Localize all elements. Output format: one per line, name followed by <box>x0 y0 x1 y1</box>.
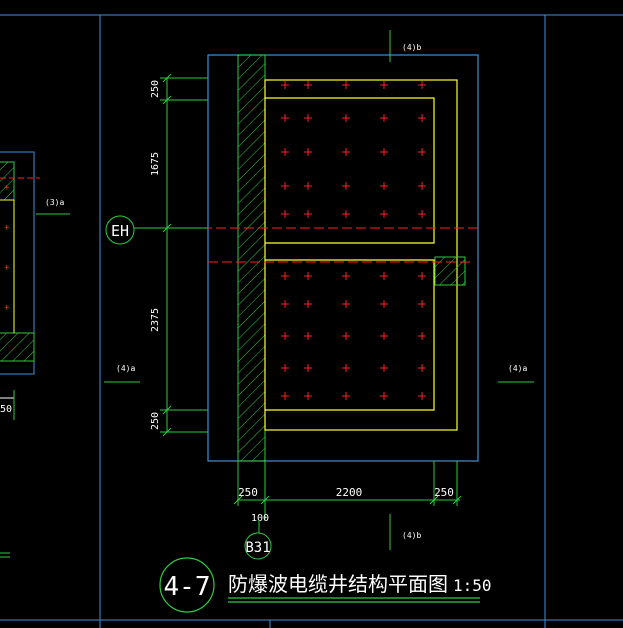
detail-number-bubble[interactable]: 4-7 <box>159 557 215 613</box>
svg-text:+: + <box>4 183 10 193</box>
dim-vertical-4: 250 <box>150 412 161 430</box>
section-marker-4a-left: (4)a <box>104 364 140 383</box>
horizontal-dimension-chain <box>233 461 462 520</box>
dim-left-partial: 50 <box>0 404 12 415</box>
svg-text:+: + <box>4 263 10 273</box>
svg-text:EH: EH <box>111 222 129 240</box>
svg-text:(4)a: (4)a <box>508 364 527 373</box>
dim-wall-thickness: 100 <box>251 513 269 524</box>
section-marker-4b-bottom: (4)b <box>389 514 421 550</box>
shaft-outer-boundary[interactable] <box>207 54 479 462</box>
dim-vertical-3: 2375 <box>150 308 161 332</box>
title-underline <box>228 597 480 603</box>
slab-outline[interactable] <box>264 79 458 431</box>
dim-horizontal-2: 2200 <box>336 486 363 499</box>
section-marker-3a: (3)a <box>36 198 70 215</box>
axis-bubble-b31[interactable]: B31 <box>244 520 272 560</box>
dim-horizontal-1: 250 <box>238 486 258 499</box>
fill-marks <box>281 81 426 400</box>
svg-text:4-7: 4-7 <box>164 572 211 602</box>
axis-bubble-eh[interactable]: EH <box>105 215 160 245</box>
drawing-scale: 1:50 <box>453 576 492 595</box>
svg-text:(4)b: (4)b <box>402 43 421 52</box>
drawing-title: 防爆波电缆井结构平面图 <box>228 572 448 596</box>
center-lines <box>160 227 478 263</box>
side-opening-hatch[interactable] <box>434 256 466 286</box>
dim-vertical-1: 250 <box>150 80 161 98</box>
left-partial-view: + + + + <box>0 151 40 558</box>
dim-vertical-2: 1675 <box>150 152 161 176</box>
svg-text:(4)b: (4)b <box>402 531 421 540</box>
svg-text:(4)a: (4)a <box>116 364 135 373</box>
left-wall-hatch[interactable] <box>237 54 266 462</box>
svg-text:+: + <box>4 303 10 313</box>
vertical-dimension-chain <box>160 73 208 437</box>
section-marker-4a-right: (4)a <box>498 364 534 383</box>
svg-text:(3)a: (3)a <box>45 198 64 207</box>
svg-text:B31: B31 <box>245 540 270 556</box>
svg-text:+: + <box>4 223 10 233</box>
section-marker-4b-top: (4)b <box>389 30 421 62</box>
sheet-frame <box>0 14 623 628</box>
dim-horizontal-3: 250 <box>434 486 454 499</box>
